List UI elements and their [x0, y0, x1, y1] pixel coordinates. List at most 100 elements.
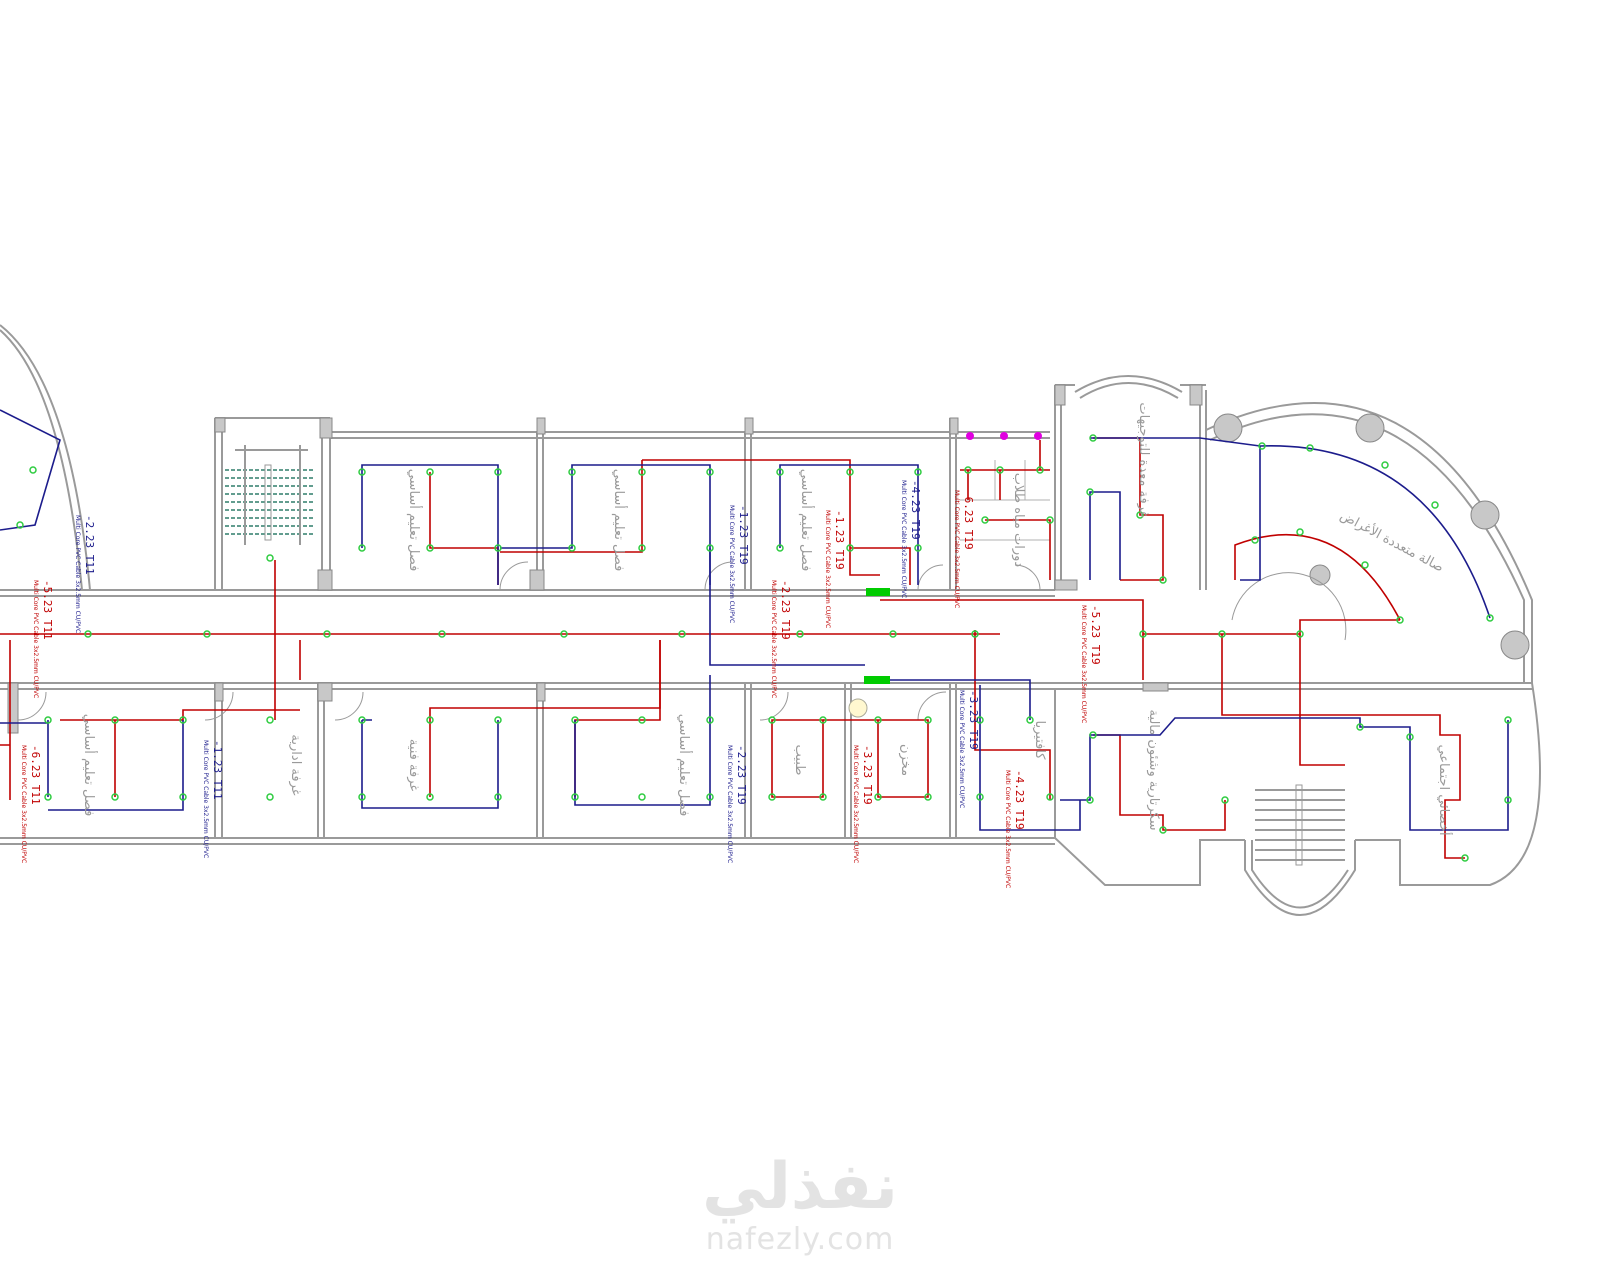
cable-note: Multi Core PVC Cable 3x2.5mm CU/PVC [202, 740, 209, 858]
cable-note: Multi Core PVC Cable 3x2.5mm CU/PVC [20, 745, 27, 863]
room-labels: فصل تعليم أساسي فصل تعليم أساسي فصل تعلي… [81, 402, 1453, 835]
light-fixture-icon [494, 716, 502, 724]
circuit-label: -2.23 T11 [83, 515, 96, 575]
light-fixture-icon [1159, 826, 1167, 834]
light-fixture-icon [266, 793, 274, 801]
circuit-label: -4.23 T19 [909, 480, 922, 540]
room-label: غرفة معدة للتوجيهات [1136, 402, 1151, 518]
circuit-label: -5.23 T11 [41, 580, 54, 640]
light-fixture-icon [438, 630, 446, 638]
light-fixture-icon [568, 544, 576, 552]
light-fixture-icon [776, 468, 784, 476]
light-fixture-icon [44, 793, 52, 801]
room-label: أخصائي اجتماعي [1436, 744, 1453, 835]
sockets [966, 432, 1042, 440]
light-fixture-icon [1036, 466, 1044, 474]
light-fixture-icon [16, 521, 24, 529]
light-fixture-icon [571, 716, 579, 724]
cable-note: Multi Core PVC Cable 3x2.5mm CU/PVC [770, 580, 777, 698]
cable-note: Multi Core PVC Cable 3x2.5mm CU/PVC [852, 745, 859, 863]
circuit-label: -2.23 T19 [779, 580, 792, 640]
room-label: فصل تعليم أساسي [676, 714, 693, 817]
watermark-url: nafezly.com [705, 1222, 895, 1257]
room-label: دورات مياه طلاب [1011, 473, 1026, 568]
light-fixture-icon [706, 716, 714, 724]
light-fixture-icon [426, 544, 434, 552]
light-fixture-icon [1381, 461, 1389, 469]
staircase-left [225, 445, 315, 545]
circuit-label: -2.23 T19 [735, 745, 748, 805]
light-fixture-icon [1251, 536, 1259, 544]
room-label: طبيب [792, 745, 807, 776]
room-label: فصل تعليم أساسي [81, 714, 98, 817]
circuit-label: -3.23 T19 [967, 690, 980, 750]
light-fixture-icon [981, 516, 989, 524]
circuit-label: -6.23 T19 [962, 490, 975, 550]
distribution-panels [848, 588, 890, 718]
light-fixture-icon [914, 468, 922, 476]
light-fixture-icon [914, 544, 922, 552]
room-label: فصل تعليم أساسي [798, 469, 815, 572]
circuit-label: -6.23 T11 [29, 745, 42, 805]
circuit-label: -4.23 T19 [1013, 770, 1026, 830]
light-fixture-icon [638, 544, 646, 552]
light-fixture-icon [203, 630, 211, 638]
light-fixture-icon [44, 716, 52, 724]
light-fixture-icon [1396, 616, 1404, 624]
light-fixture-icon [889, 630, 897, 638]
light-fixture-icon [1026, 716, 1034, 724]
light-fixture-icon [1139, 630, 1147, 638]
cable-note: Multi Core PVC Cable 3x2.5mm CU/PVC [824, 510, 831, 628]
cable-note: Multi Core PVC Cable 3x2.5mm CU/PVC [1004, 770, 1011, 888]
room-label: فصل تعليم أساسي [611, 469, 628, 572]
room-label: مخزن [898, 744, 913, 776]
light-fixture-icon [1296, 528, 1304, 536]
light-fixture-icon [1486, 614, 1494, 622]
light-fixture-icon [706, 793, 714, 801]
light-fixture-icon [768, 716, 776, 724]
circuit-label: -5.23 T19 [1089, 605, 1102, 665]
light-fixture-icon [678, 630, 686, 638]
light-fixture-icon [874, 716, 882, 724]
light-fixture-icon [1361, 561, 1369, 569]
circuit-label: -1.23 T19 [833, 510, 846, 570]
light-fixture-icon [1086, 796, 1094, 804]
light-fixture-icon [266, 554, 274, 562]
light-fixture-icon [1136, 511, 1144, 519]
light-fixture-icon [1406, 733, 1414, 741]
light-fixture-icon [1258, 442, 1266, 450]
light-fixtures [16, 434, 1512, 862]
light-fixture-icon [323, 630, 331, 638]
cable-note: Multi Core PVC Cable 3x2.5mm CU/PVC [953, 490, 960, 608]
light-fixture-icon [706, 544, 714, 552]
light-fixture-icon [638, 716, 646, 724]
light-fixture-icon [776, 544, 784, 552]
cable-note: Multi Core PVC Cable 3x2.5mm CU/PVC [900, 480, 907, 598]
light-fixture-icon [1461, 854, 1469, 862]
room-label: غرفة فنية [406, 739, 421, 792]
light-fixture-icon [976, 793, 984, 801]
light-fixture-icon [1086, 488, 1094, 496]
light-fixture-icon [1159, 576, 1167, 584]
light-fixture-icon [846, 544, 854, 552]
light-fixture-icon [819, 793, 827, 801]
light-fixture-icon [1306, 444, 1314, 452]
power-circuits [0, 409, 1509, 831]
light-fixture-icon [1089, 434, 1097, 442]
light-fixture-icon [1504, 796, 1512, 804]
light-fixture-icon [1221, 796, 1229, 804]
light-fixture-icon [426, 793, 434, 801]
light-fixture-icon [1431, 501, 1439, 509]
light-fixture-icon [111, 793, 119, 801]
light-fixture-icon [924, 793, 932, 801]
light-fixture-icon [638, 468, 646, 476]
lighting-circuits [0, 437, 1465, 859]
room-label: كافتيريا [1032, 721, 1047, 761]
room-label: غرفة ادارية [288, 734, 303, 795]
light-fixture-icon [560, 630, 568, 638]
light-fixture-icon [924, 716, 932, 724]
circuit-label: -1.23 T19 [737, 505, 750, 565]
cable-note: Multi Core PVC Cable 3x2.5mm CU/PVC [958, 690, 965, 808]
